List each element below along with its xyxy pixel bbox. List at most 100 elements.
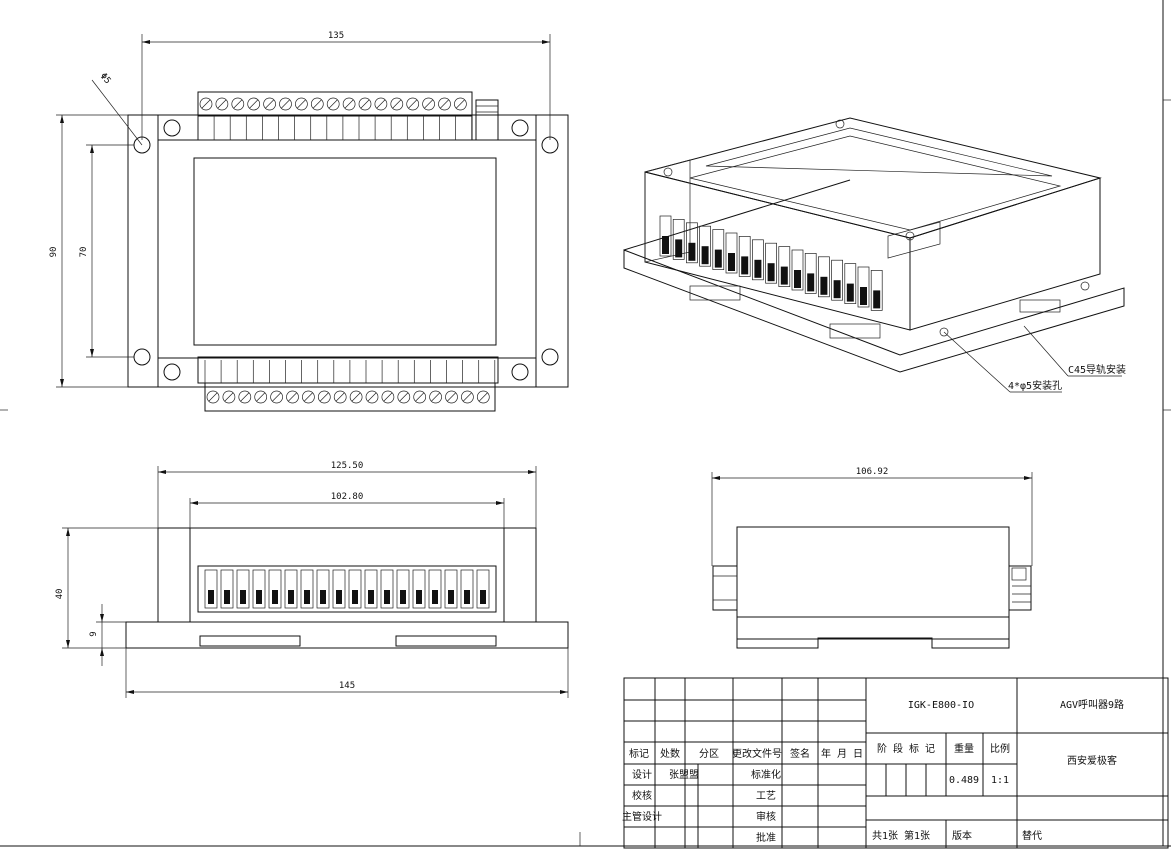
terminal-block (672, 219, 685, 260)
dimension-side-width: 106.92 (711, 467, 1033, 566)
terminal-screw (342, 97, 356, 111)
terminal-screw (381, 390, 395, 404)
terminal-screw (247, 97, 261, 111)
tb-replace: 替代 (1022, 829, 1042, 842)
terminal-block (738, 236, 751, 277)
tb-header-zone: 分区 (699, 748, 719, 760)
tb-scale-label: 比例 (990, 742, 1010, 755)
terminal-block (725, 232, 738, 274)
terminal-screw (461, 390, 474, 404)
tb-model: IGK-E800-IO (908, 700, 974, 711)
terminal-block (396, 569, 410, 609)
terminal-screw (295, 97, 308, 111)
terminal-block (791, 249, 804, 291)
dim-label-125-50: 125.50 (331, 461, 364, 471)
tb-product: AGV呼叫器9路 (1060, 698, 1124, 711)
terminal-block (686, 222, 698, 264)
tb-review: 审核 (756, 810, 776, 823)
tb-stage: 阶 段 标 记 (877, 742, 935, 755)
tb-approve: 批准 (756, 831, 776, 844)
terminal-block (870, 270, 883, 311)
dim-label-106-92: 106.92 (856, 467, 889, 477)
top-view: 135 Φ5 90 70 (49, 31, 569, 412)
terminal-block (831, 259, 843, 301)
tb-version: 版本 (952, 829, 972, 842)
terminal-block (460, 569, 474, 609)
tb-weight-label: 重量 (954, 742, 974, 755)
terminal-block (412, 569, 426, 609)
terminal-screw (374, 97, 388, 111)
tb-header-mark: 标记 (629, 748, 649, 760)
terminal-block (204, 569, 218, 609)
terminal-block (818, 256, 830, 298)
tb-std: 标准化 (751, 768, 781, 781)
tb-company: 西安爱极客 (1067, 754, 1117, 767)
terminal-screw (286, 390, 299, 404)
terminal-screw (365, 390, 379, 404)
mounting-hole (133, 119, 559, 381)
terminal-block (332, 569, 346, 609)
terminal-block (268, 569, 282, 609)
dimension-top-height: 90 70 (49, 114, 134, 388)
terminal-block (220, 569, 234, 609)
dim-label-90: 90 (49, 247, 59, 258)
terminal-block (712, 229, 725, 270)
terminal-block (364, 569, 378, 609)
terminal-screw (206, 390, 220, 404)
front-view: 125.50 102.80 40 9 (55, 461, 569, 698)
dimension-front-base: 145 (125, 648, 569, 698)
terminal-block (804, 253, 817, 294)
dimension-top-width: 135 (141, 31, 551, 140)
dim-label-40: 40 (55, 589, 65, 600)
terminal-screw (476, 390, 490, 404)
terminal-screw (215, 97, 229, 111)
dim-label-145: 145 (339, 681, 355, 691)
terminal-block (765, 242, 777, 284)
terminal-screw (390, 97, 404, 111)
terminal-screw (333, 390, 347, 404)
dimension-front-outer: 125.50 (157, 461, 537, 528)
terminal-screw (270, 390, 283, 404)
tb-header-count: 处数 (660, 747, 680, 760)
terminal-block (348, 569, 362, 609)
terminal-block (699, 225, 711, 267)
dimension-hole: Φ5 (91, 72, 143, 146)
tb-designer: 张盟盟 (669, 769, 699, 781)
terminal-screw (317, 390, 331, 404)
dim-label-135: 135 (328, 31, 344, 41)
tb-role-design: 设计 (632, 768, 652, 781)
tb-header-date: 年 月 日 (821, 747, 863, 760)
terminal-screw (231, 97, 245, 111)
tb-role-lead: 主管设计 (622, 810, 662, 823)
terminal-screw (238, 390, 252, 404)
terminal-block (778, 246, 791, 287)
terminal-screw (310, 97, 324, 111)
dim-label-70: 70 (79, 247, 89, 258)
terminal-strip-top (197, 97, 473, 140)
terminal-block (844, 263, 857, 304)
terminal-screw (326, 97, 340, 111)
dim-label-hole: Φ5 (98, 72, 113, 87)
terminal-screw (263, 97, 276, 111)
dim-label-9: 9 (89, 631, 99, 636)
terminal-screw (397, 390, 411, 404)
terminal-block (300, 569, 314, 609)
terminal-screw (429, 390, 442, 404)
terminal-strip-front (204, 569, 490, 609)
terminal-screw (302, 390, 315, 404)
dim-label-102-80: 102.80 (331, 492, 364, 502)
terminal-block (659, 215, 672, 257)
terminal-screw (454, 97, 467, 111)
terminal-screw (445, 390, 458, 404)
tb-sheets: 共1张 第1张 (872, 829, 930, 842)
tb-role-check: 校核 (632, 789, 652, 802)
terminal-screw (358, 97, 372, 111)
tb-weight: 0.489 (949, 775, 979, 786)
terminal-screw (438, 97, 451, 111)
terminal-screw (422, 97, 435, 111)
terminal-screw (406, 97, 420, 111)
terminal-screw (254, 390, 268, 404)
terminal-block (236, 569, 250, 609)
